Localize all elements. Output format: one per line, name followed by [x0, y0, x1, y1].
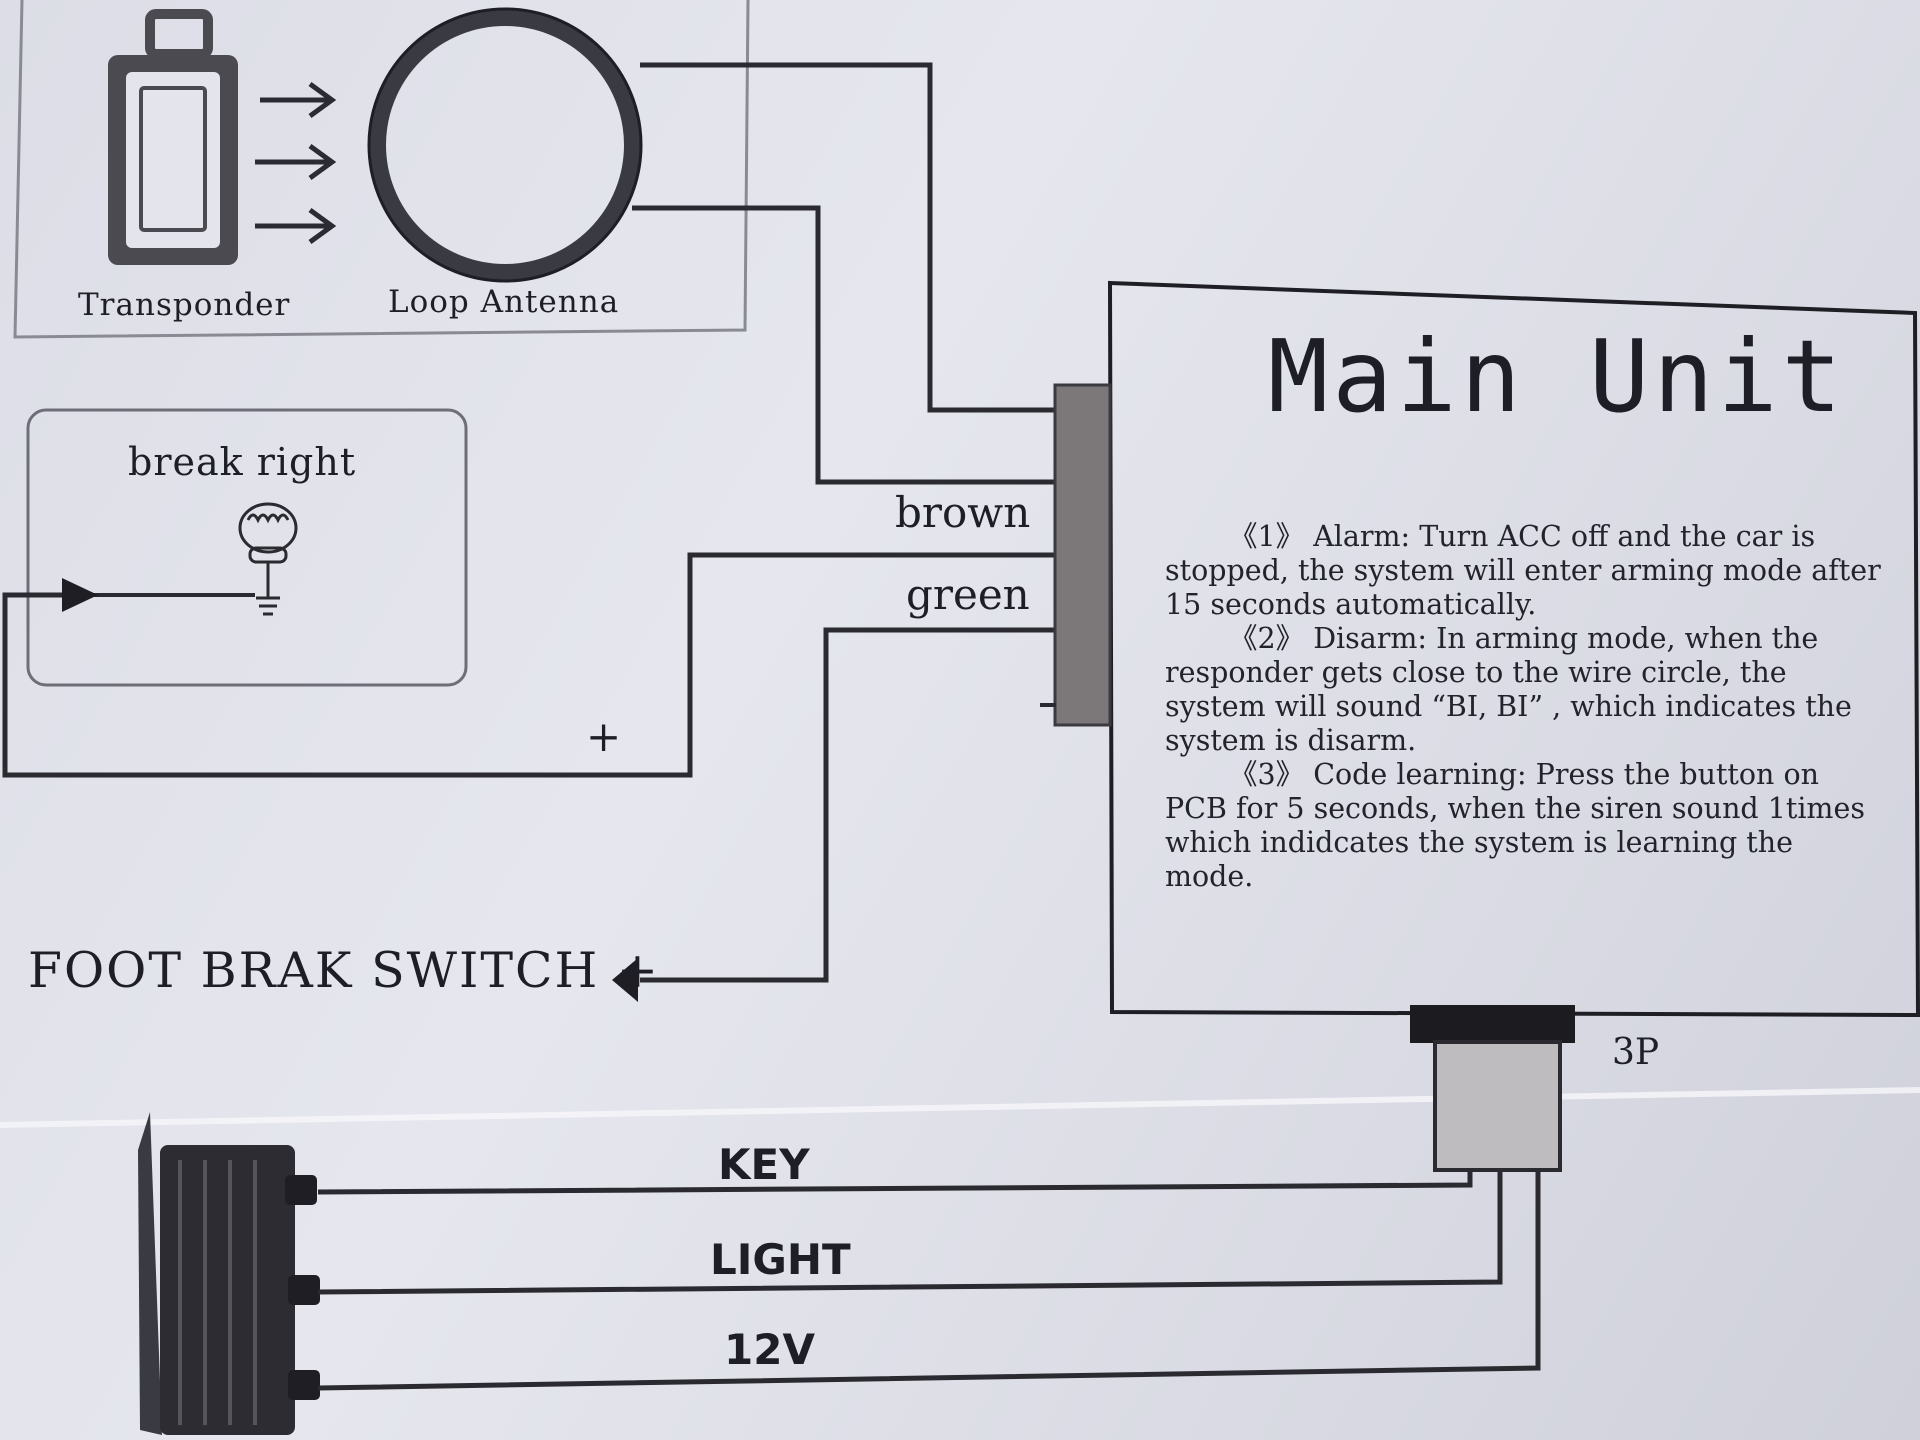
antenna-wire-1: [640, 62, 1058, 413]
ignition-switch-icon: [138, 1112, 320, 1435]
note-disarm: 《2》 Disarm: In arming mode, when the res…: [1165, 622, 1852, 757]
antenna-enclosure: [13, 0, 750, 339]
note-alarm: 《1》 Alarm: Turn ACC off and the car is s…: [1165, 520, 1881, 621]
main-unit-box: [1107, 280, 1920, 1018]
transponder-icon: [108, 9, 238, 265]
light-wire: [317, 1170, 1503, 1295]
green-wire-label: green: [906, 570, 1030, 619]
brake-arrow-icon: [62, 578, 98, 612]
main-unit-notes: 《1》 Alarm: Turn ACC off and the car is s…: [1165, 520, 1885, 894]
brake-light-title: break right: [128, 440, 357, 484]
side-connector: [1053, 383, 1112, 727]
loop-antenna-icon: [367, 7, 643, 283]
light-label: LIGHT: [710, 1235, 851, 1284]
note-code-learning: 《3》 Code learning: Press the button on P…: [1165, 758, 1865, 893]
brown-wire-label: brown: [895, 488, 1031, 537]
antenna-wire-2: [632, 205, 1058, 485]
plus-sign: +: [586, 712, 622, 761]
paper-crease: [0, 1087, 1920, 1128]
connector-3p-label: 3P: [1612, 1032, 1660, 1073]
loop-antenna-label: Loop Antenna: [388, 284, 620, 320]
power-label: 12V: [724, 1325, 815, 1374]
power-wire: [317, 1170, 1541, 1391]
signal-arrows-icon: [255, 81, 337, 245]
main-unit-title: Main Unit: [1268, 318, 1846, 435]
key-wire: [317, 1170, 1473, 1195]
foot-brake-arrow-icon: [612, 958, 638, 1002]
transponder-label: Transponder: [78, 287, 291, 323]
bottom-connector-cap: [1410, 1005, 1575, 1043]
bottom-connector-body: [1433, 1040, 1562, 1172]
bulb-icon: [238, 502, 298, 616]
foot-brake-label: FOOT BRAK SWITCH +: [28, 942, 660, 999]
green-wire: [640, 627, 1058, 983]
key-label: KEY: [718, 1140, 810, 1189]
brown-wire: [2, 552, 1058, 778]
brake-light-enclosure: [26, 408, 468, 687]
